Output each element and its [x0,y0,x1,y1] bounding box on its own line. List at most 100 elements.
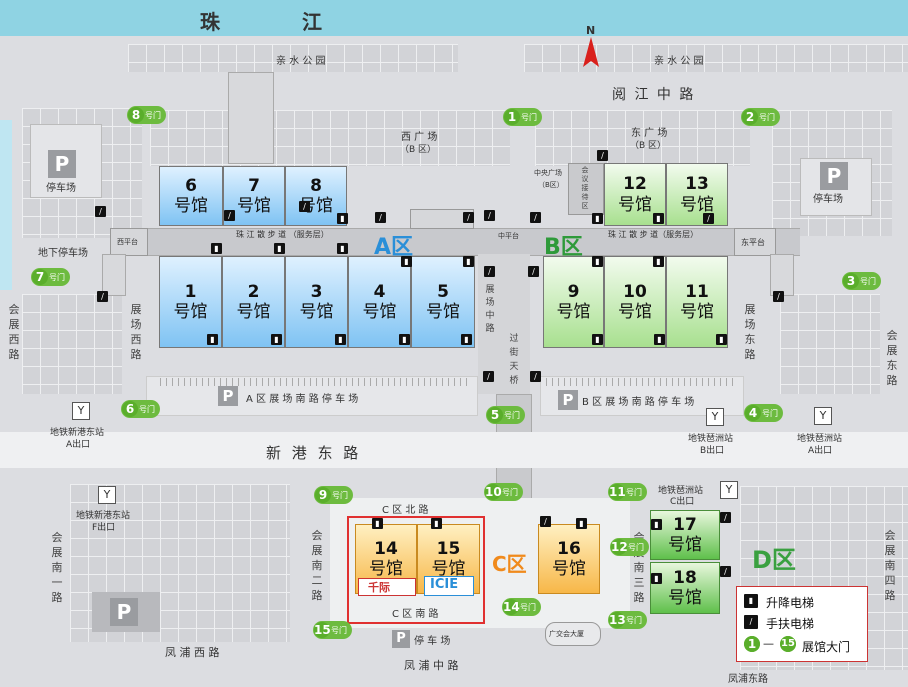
nan4-char: 南 [884,559,896,572]
elevator-icon: ▮ [207,334,218,345]
escalator-icon: ∕ [224,210,235,221]
escalator-icon: ∕ [97,291,108,302]
central-plaza-sub: （B区） [538,181,564,189]
elevator-icon: ▮ [654,334,665,345]
nan1-char: 一 [51,576,63,589]
elevator-icon: ▮ [271,334,282,345]
elevator-icon: ▮ [337,243,348,254]
huizhan-east-char: 东 [886,359,898,372]
huizhan-east-char: 会 [886,329,898,342]
guojie-char: 过 [509,334,519,344]
parking-icon-b-south: P [558,390,578,410]
west-platform-box [110,228,148,256]
river-label: 珠 江 [200,10,336,34]
legend-escalator-label: 手扶电梯 [766,617,815,631]
nan3-char: 三 [633,576,645,589]
metro-icon: Y [720,481,738,499]
nan2-char: 南 [311,559,323,572]
huizhan-east-char: 展 [886,344,898,357]
xingang-road [0,432,908,468]
metro-pazhou-b-line2: B出口 [700,446,725,456]
logo-icie [424,576,474,596]
east-plaza-sub: （B 区） [630,141,667,151]
huizhan-west-char: 展 [8,318,20,331]
zhanchang-mid-char: 场 [485,298,495,308]
elevator-icon: ▮ [576,518,587,529]
west-edge-water [0,120,12,290]
elevator-icon: ▮ [431,518,442,529]
north-bridge [228,72,274,164]
elevator-icon: ▮ [211,243,222,254]
nan4-char: 四 [884,574,896,587]
parking-label-nw: 停车场 [46,183,76,194]
nan2-char: 二 [311,574,323,587]
elevator-icon: ▮ [592,213,603,224]
parking-icon-nw: P [48,150,76,178]
c-north-road-label: C 区 北 路 [382,505,429,516]
grid-west-lower [22,294,122,394]
nan3-char: 南 [633,561,645,574]
elevator-icon: ▮ [653,213,664,224]
huizhan-west-char: 路 [8,348,20,361]
elevator-icon: ▮ [335,334,346,345]
zhanchang-west-char: 展 [130,303,142,316]
metro-icon: Y [814,407,832,425]
escalator-icon: ∕ [95,206,106,217]
metro-pazhou-c-line1: 地铁琶洲站 [658,486,704,496]
meeting-char: 会 [581,166,589,174]
meeting-area [568,163,604,215]
meeting-char: 议 [581,175,589,183]
grid-east-lower [780,294,880,394]
guojie-char: 天 [509,362,519,372]
guangjiao-label: 广交会大厦 [549,630,584,638]
zhanchang-west-char: 场 [130,318,142,331]
c-south-road-label: C 区 南 路 [392,609,439,620]
elevator-icon: ▮ [651,519,662,530]
east-platform-label: 东平台 [741,238,765,247]
elevator-icon: ▮ [401,256,412,267]
nan4-char: 会 [884,529,896,542]
east-platform-box [734,228,776,256]
zone-a-label: A区 [374,235,414,260]
north-arrow-icon [583,37,599,67]
east-pillar [770,254,794,296]
nan3-char: 会 [632,530,646,545]
elevator-icon: ▮ [463,256,474,267]
zhanchang-east-char: 展 [744,303,756,316]
elevator-icon: ▮ [372,518,383,529]
escalator-icon: ∕ [744,615,758,629]
walkway-b-label: 珠 江 散 步 道（服务层） [608,230,699,239]
west-pillar [102,254,126,296]
escalator-icon: ∕ [484,210,495,221]
nan2-char: 路 [311,589,323,602]
underground-parking-label: 地下停车场 [38,248,88,259]
